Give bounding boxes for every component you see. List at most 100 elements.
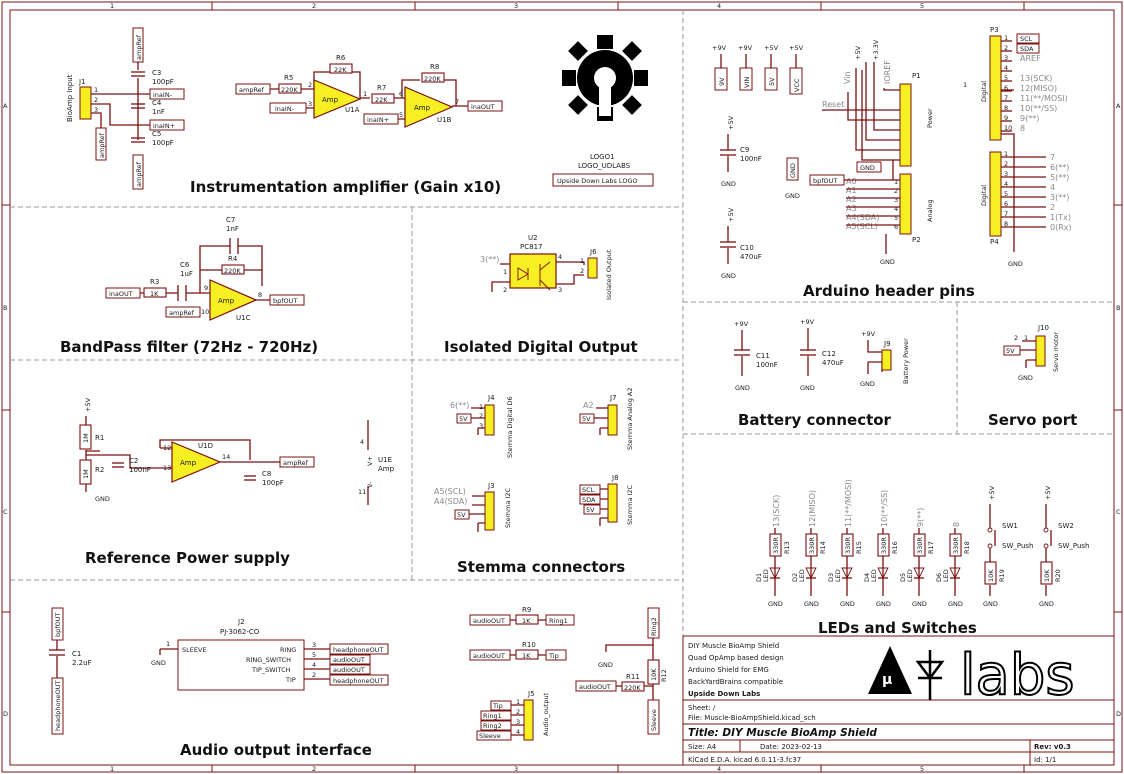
connector-j9[interactable] [881,349,892,371]
u1b-ref: U1B [437,116,452,124]
u1e-pin4: 4 [360,438,364,446]
c9-ref: C9 [740,146,749,154]
led-resistor-ref: R18 [963,541,971,554]
p2-gnd: GND [880,258,895,266]
connector-j10[interactable] [1035,335,1046,367]
j10-gnd: GND [1018,374,1033,382]
led-gnd: GND [876,600,891,608]
led-value: LED [906,569,914,582]
resistor-r11[interactable] [621,681,645,692]
net-audioout-r10 [469,649,511,661]
tb-rev: Rev: v0.3 [1034,743,1071,751]
header-p2[interactable] [899,173,912,235]
r11-ref: R11 [626,673,640,681]
resistor-r12[interactable] [647,659,660,685]
led-ref: D4 [863,573,871,582]
u1a-pin3: 3 [308,100,312,108]
led-resistor-value: 330R [772,537,780,554]
resistor-r10[interactable] [515,649,539,660]
servo-block: J10 Servo motor 2 1 5V GND [1003,324,1060,382]
gear-icon [562,35,648,121]
j3-signal-b: A4(SDA) [434,497,467,506]
tb-file: File: Muscle-BioAmpShield.kicad_sch [688,714,816,722]
resistor-r6[interactable] [329,63,353,74]
net-inaout-bp-label: inaOUT [109,290,133,298]
ard-5v-2: +5V [789,44,804,52]
j5-ref: J5 [527,690,535,698]
j7-ref: J7 [609,394,617,402]
stemma-block: J4 Stemma Digital D6 6(**) 5V 1 2 3 J7 S… [434,388,634,532]
p3-pin-label: 10(**/SS) [1020,104,1057,113]
net-bpfout-audio-label: bpfOUT [54,613,62,637]
u2-pin4: 4 [558,253,562,261]
col-label-5b: 5 [920,765,924,773]
net-inaout [467,100,503,112]
c12-plus9: +9V [800,318,815,326]
p3-pin-label: 13(SCK) [1020,74,1052,83]
connector-j4[interactable] [484,404,495,436]
j5-pin1: 1 [516,698,520,706]
opamp-u1b[interactable] [404,86,454,128]
connector-j3[interactable] [484,491,495,531]
c11-plus9: +9V [734,320,749,328]
net-audioout-ringsw-label: audioOUT [333,656,365,664]
c2-ref: C2 [129,457,138,465]
c1-value: 2.2uF [72,659,92,667]
u1e-amp: Amp [378,465,395,473]
connector-j1[interactable] [79,86,92,120]
resistor-r4[interactable] [221,264,245,275]
c10-value: 470uF [740,253,762,261]
row-label-b: B [3,304,7,312]
j2-ringsw: RING_SWITCH [246,656,291,664]
net-bpfout-label: bpfOUT [273,297,297,305]
header-p1[interactable] [899,83,912,167]
led-value: LED [834,569,842,582]
c10-ref: C10 [740,244,754,252]
resistor-r19[interactable] [984,561,997,585]
section-title-instr: Instrumentation amplifier (Gain x10) [190,178,501,196]
net-5v [764,67,778,91]
refpower-gnd: GND [95,495,110,503]
led-ref: D1 [755,573,763,582]
r2-value: 1M [82,469,90,479]
optocoupler-u2[interactable] [509,253,557,289]
c5-value: 100pF [152,139,174,147]
j6-label: Isolated Output [605,249,613,300]
refpower-block: +5V R1 1M R2 1M C2 100nF GND Amp U1D 12 … [79,397,395,505]
resistor-r8[interactable] [421,72,445,83]
opamp-u1a[interactable] [313,79,362,119]
header-p3[interactable] [989,35,1002,141]
opamp-u1d[interactable] [171,441,222,483]
net-5v-j3-label: 5V [457,511,466,519]
u1e-vplus: V+ [366,456,374,466]
col-label-3b: 3 [514,765,518,773]
resistor-r20[interactable] [1040,561,1053,585]
switches-block: +5V SW1 SW_Push 10K R19 GND +5V SW2 SW_P… [983,485,1089,608]
c11-value: 100nF [756,361,778,369]
analog-pin-number: 1 [894,178,898,186]
p3-pin-label: 11(**/MOSI) [1020,94,1068,103]
connector-j8[interactable] [607,483,618,523]
header-p4[interactable] [989,151,1002,237]
ard-plus5: +5V [854,45,862,60]
c8-value: 100pF [262,479,284,487]
net-d3: 3(**) [480,255,499,264]
resistor-r1[interactable] [79,424,92,450]
connector-j5[interactable] [523,699,534,741]
sw1-value: SW_Push [1002,542,1033,550]
p4-pin-number: 6 [1004,200,1008,208]
logo-box-label: Upside Down Labs LOGO [557,177,638,185]
opamp-u1c[interactable] [209,279,258,321]
connector-j7[interactable] [607,404,618,436]
connector-j6[interactable] [587,257,598,279]
r19-ref: R19 [998,569,1006,582]
net-headphoneout-ring-label: headphoneOUT [333,646,383,654]
audio-jack-j2[interactable] [177,639,305,691]
resistor-r2[interactable] [79,459,92,485]
u1b-pin6: 6 [399,90,403,98]
led-resistor-value: 330R [916,537,924,554]
led-resistor-ref: R16 [891,541,899,554]
u2-ref: U2 [528,234,538,242]
